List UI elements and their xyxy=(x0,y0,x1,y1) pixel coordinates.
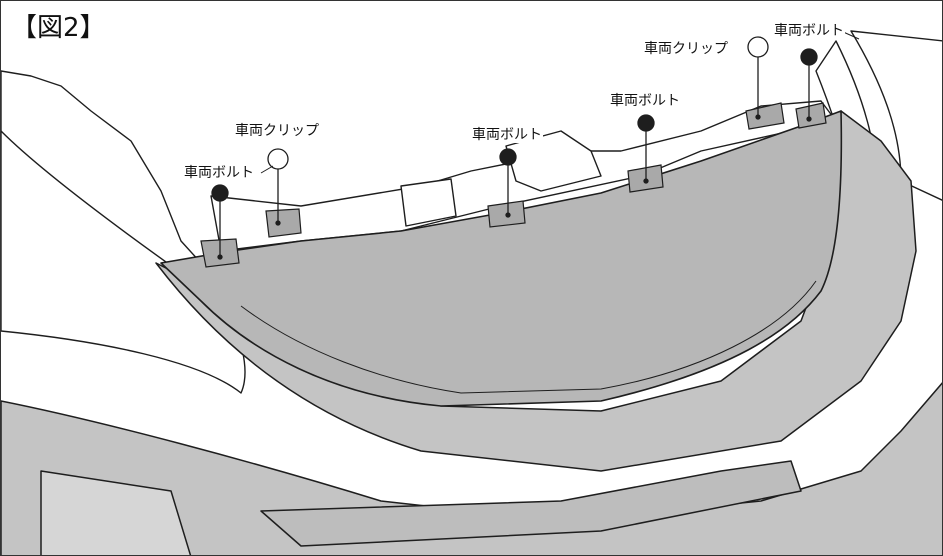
label-bolt-right: 車両ボルト xyxy=(773,23,845,39)
mount-tab-5 xyxy=(745,102,785,130)
grille-crease xyxy=(240,280,817,394)
mount-tab-6 xyxy=(795,102,827,129)
clip-right-icon xyxy=(747,36,769,58)
bolt-left-icon xyxy=(211,184,229,202)
label-clip-left: 車両クリップ xyxy=(234,123,320,139)
bolt-right-icon xyxy=(800,48,818,66)
hood-latch xyxy=(505,130,602,192)
bolt-center-right-icon xyxy=(637,114,655,132)
label-bolt-left: 車両ボルト xyxy=(183,165,255,181)
bumper-lower xyxy=(1,382,942,555)
grille-cover xyxy=(160,110,843,407)
label-bolt-center: 車両ボルト xyxy=(471,127,543,143)
label-clip-right: 車両クリップ xyxy=(643,41,729,57)
clip-right-point xyxy=(755,114,761,120)
bolt-center-right-point xyxy=(643,178,649,184)
bolt-center-point xyxy=(505,212,511,218)
callout-line-bolt-left xyxy=(260,165,274,174)
bolt-center-icon xyxy=(499,148,517,166)
label-bolt-center-right: 車両ボルト xyxy=(609,93,681,109)
support-bracket-left xyxy=(400,178,457,227)
lower-intake xyxy=(260,460,802,547)
fog-lamp-recess xyxy=(40,470,192,555)
figure-title: 【図2】 xyxy=(11,13,106,43)
clip-left-point xyxy=(275,220,281,226)
clip-left-icon xyxy=(267,148,289,170)
bolt-left-point xyxy=(217,254,223,260)
mount-tab-2 xyxy=(265,208,302,238)
bolt-right-point xyxy=(806,116,812,122)
